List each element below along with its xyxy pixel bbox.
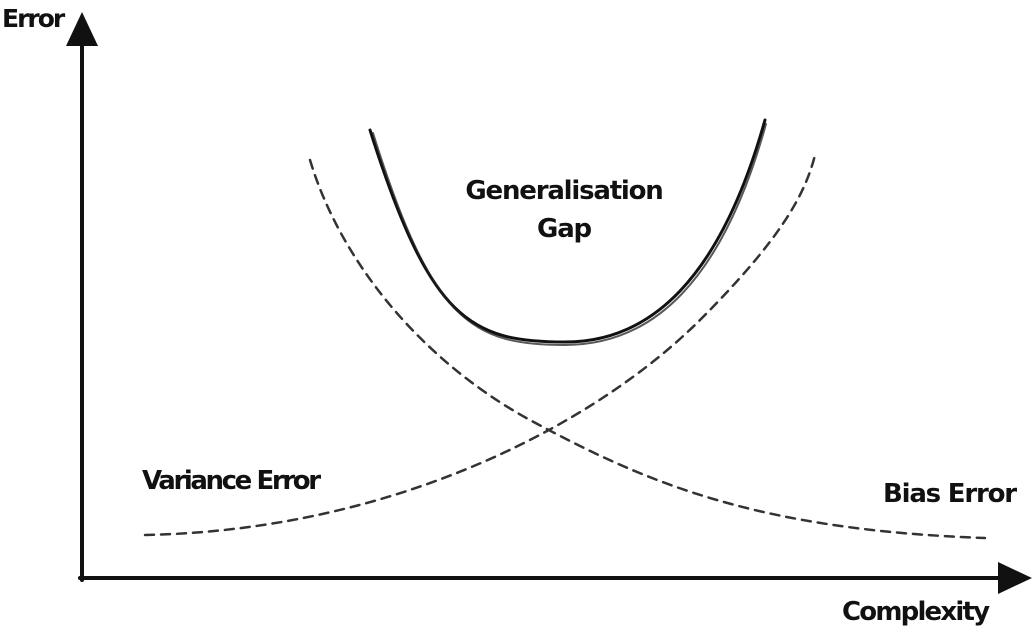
generalisation-gap-label: Generalisation Gap bbox=[434, 172, 694, 248]
variance-error-curve bbox=[143, 153, 817, 537]
bias-error-curve bbox=[308, 158, 987, 540]
x-axis-arrowhead bbox=[998, 562, 1032, 594]
generalisation-gap-curve-shade bbox=[372, 123, 767, 347]
generalisation-gap-label-line-2: Gap bbox=[537, 214, 592, 244]
variance-error-label: Variance Error bbox=[142, 466, 321, 496]
x-axis-label: Complexity bbox=[842, 597, 990, 627]
y-axis-arrowhead bbox=[66, 12, 98, 46]
y-axis-label: Error bbox=[2, 4, 65, 33]
bias-error-label: Bias Error bbox=[883, 479, 1017, 509]
generalisation-gap-label-line-1: Generalisation bbox=[465, 176, 663, 206]
